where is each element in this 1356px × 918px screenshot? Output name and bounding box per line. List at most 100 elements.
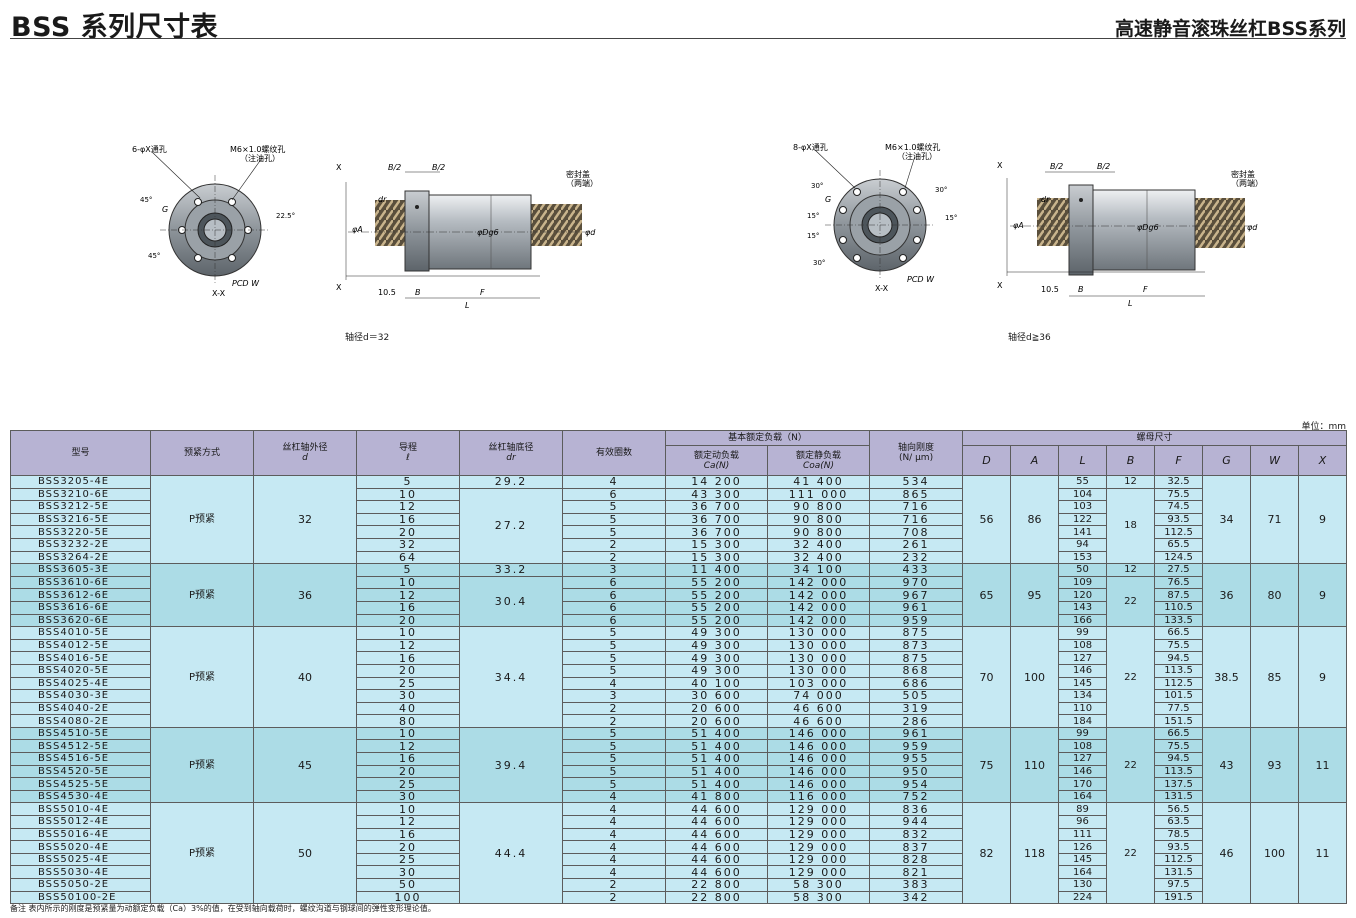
- cell-model: BSS5025-4E: [10, 852, 151, 867]
- header-nut-x: X: [1298, 445, 1348, 476]
- cell-stiffness: 716: [869, 500, 964, 514]
- cell-dynamic-load: 51 400: [665, 739, 768, 754]
- cell-model: BSS4040-2E: [10, 701, 151, 716]
- cell-nut-f: 124.5: [1154, 550, 1204, 565]
- cell-nut-l: 120: [1058, 588, 1108, 602]
- mount-hole: [913, 236, 921, 244]
- cell-dynamic-load: 51 400: [665, 764, 768, 779]
- cell-dynamic-load: 44 600: [665, 852, 768, 867]
- angle-15c: 15°: [945, 214, 957, 222]
- drawing-right-caption: 轴径d≧36: [1008, 333, 1051, 343]
- cell-nut-f: 78.5: [1154, 827, 1204, 842]
- screw-left: [375, 200, 407, 246]
- cell-model: BSS4525-5E: [10, 777, 151, 791]
- cell-static-load: 34 100: [766, 563, 871, 577]
- cell-stiffness: 433: [869, 563, 964, 577]
- cell-model: BSS3216-5E: [10, 512, 151, 527]
- cell-dynamic-load: 43 300: [665, 487, 768, 502]
- cell-nut-l: 130: [1058, 878, 1108, 892]
- cell-stiffness: 708: [869, 525, 964, 539]
- cell-model: BSS4080-2E: [10, 714, 151, 728]
- header-nut-group: 螺母尺寸: [962, 430, 1348, 446]
- cell-static-load: 129 000: [766, 840, 871, 854]
- cell-nut-l: 153: [1058, 550, 1108, 565]
- cell-static-load: 146 000: [766, 777, 871, 791]
- cell-turns: 4: [562, 865, 666, 879]
- seal-sub-label: （两端）: [566, 178, 598, 188]
- mount-hole: [228, 198, 236, 206]
- cell-dynamic-load: 44 600: [665, 827, 768, 842]
- header-static-sym: Coa(N): [802, 460, 835, 471]
- cell-turns: 5: [562, 651, 666, 665]
- cell-model: BSS3620-6E: [10, 613, 151, 628]
- cell-dynamic-load: 55 200: [665, 575, 768, 590]
- cell-nut-l: 109: [1058, 575, 1108, 590]
- cell-lead: 12: [356, 638, 460, 653]
- cell-lead: 25: [356, 777, 460, 791]
- cell-static-load: 142 000: [766, 588, 871, 602]
- cell-nut-g: 38.5: [1202, 626, 1252, 728]
- cell-stiffness: 686: [869, 676, 964, 691]
- cell-dynamic-load: 41 800: [665, 789, 768, 804]
- cell-nut-f: 113.5: [1154, 764, 1204, 779]
- cell-model: BSS5012-4E: [10, 815, 151, 829]
- angle-45: 45°: [140, 196, 152, 204]
- cell-nut-l: 111: [1058, 827, 1108, 842]
- cell-static-load: 103 000: [766, 676, 871, 691]
- cell-model: BSS3210-6E: [10, 487, 151, 502]
- cell-stiffness: 865: [869, 487, 964, 502]
- cell-nut-l: 145: [1058, 676, 1108, 691]
- header-shaft-od-label: 丝杠轴外径: [282, 443, 328, 453]
- cell-dynamic-load: 51 400: [665, 726, 768, 741]
- cell-nut-l: 146: [1058, 764, 1108, 779]
- section-label: X-X: [875, 284, 889, 293]
- cell-static-load: 129 000: [766, 815, 871, 829]
- cell-static-load: 129 000: [766, 865, 871, 879]
- cell-model: BSS3610-6E: [10, 575, 151, 590]
- cell-nut-b: 22: [1106, 575, 1156, 628]
- dim-f: F: [1143, 285, 1148, 294]
- header-nut-g: G: [1202, 445, 1252, 476]
- angle-30: 30°: [811, 182, 823, 190]
- cell-nut-l: 50: [1058, 563, 1108, 577]
- screw-right: [1195, 198, 1245, 248]
- cell-static-load: 46 600: [766, 714, 871, 728]
- cell-nut-x: 11: [1298, 802, 1348, 905]
- cell-nut-g: 34: [1202, 474, 1252, 565]
- cell-model: BSS4020-5E: [10, 663, 151, 678]
- header-dynamic-label: 额定动负载: [693, 450, 739, 461]
- drawing-left-caption: 轴径d＝32: [345, 333, 390, 343]
- cell-nut-l: 103: [1058, 500, 1108, 514]
- cell-stiffness: 832: [869, 827, 964, 842]
- cell-static-load: 90 800: [766, 512, 871, 527]
- cell-nut-f: 27.5: [1154, 563, 1204, 577]
- cell-static-load: 130 000: [766, 638, 871, 653]
- cell-dynamic-load: 44 600: [665, 840, 768, 854]
- cell-turns: 6: [562, 487, 666, 502]
- cell-dynamic-load: 55 200: [665, 613, 768, 628]
- cell-stiffness: 828: [869, 852, 964, 867]
- dim-b: B: [415, 288, 421, 297]
- drawing-left: 6-φX通孔 M6×1.0螺纹孔 （注油孔） 45° 22.5° 45° G P…: [132, 144, 598, 310]
- cell-stiffness: 286: [869, 714, 964, 728]
- cell-shaft-od: 40: [253, 626, 357, 728]
- cell-lead: 12: [356, 500, 460, 514]
- cell-model: BSS5010-4E: [10, 802, 151, 817]
- header-nut-w: W: [1250, 445, 1300, 476]
- cell-nut-f: 94.5: [1154, 752, 1204, 766]
- cell-nut-l: 164: [1058, 865, 1108, 879]
- cell-nut-f: 131.5: [1154, 789, 1204, 804]
- cell-turns: 4: [562, 475, 666, 489]
- cell-model: BSS50100-2E: [10, 890, 151, 905]
- cell-static-load: 74 000: [766, 689, 871, 703]
- cell-nut-f: 74.5: [1154, 500, 1204, 514]
- cell-nut-g: 36: [1202, 563, 1252, 628]
- cell-dynamic-load: 11 400: [665, 563, 768, 577]
- seal-label: 密封盖: [566, 169, 590, 179]
